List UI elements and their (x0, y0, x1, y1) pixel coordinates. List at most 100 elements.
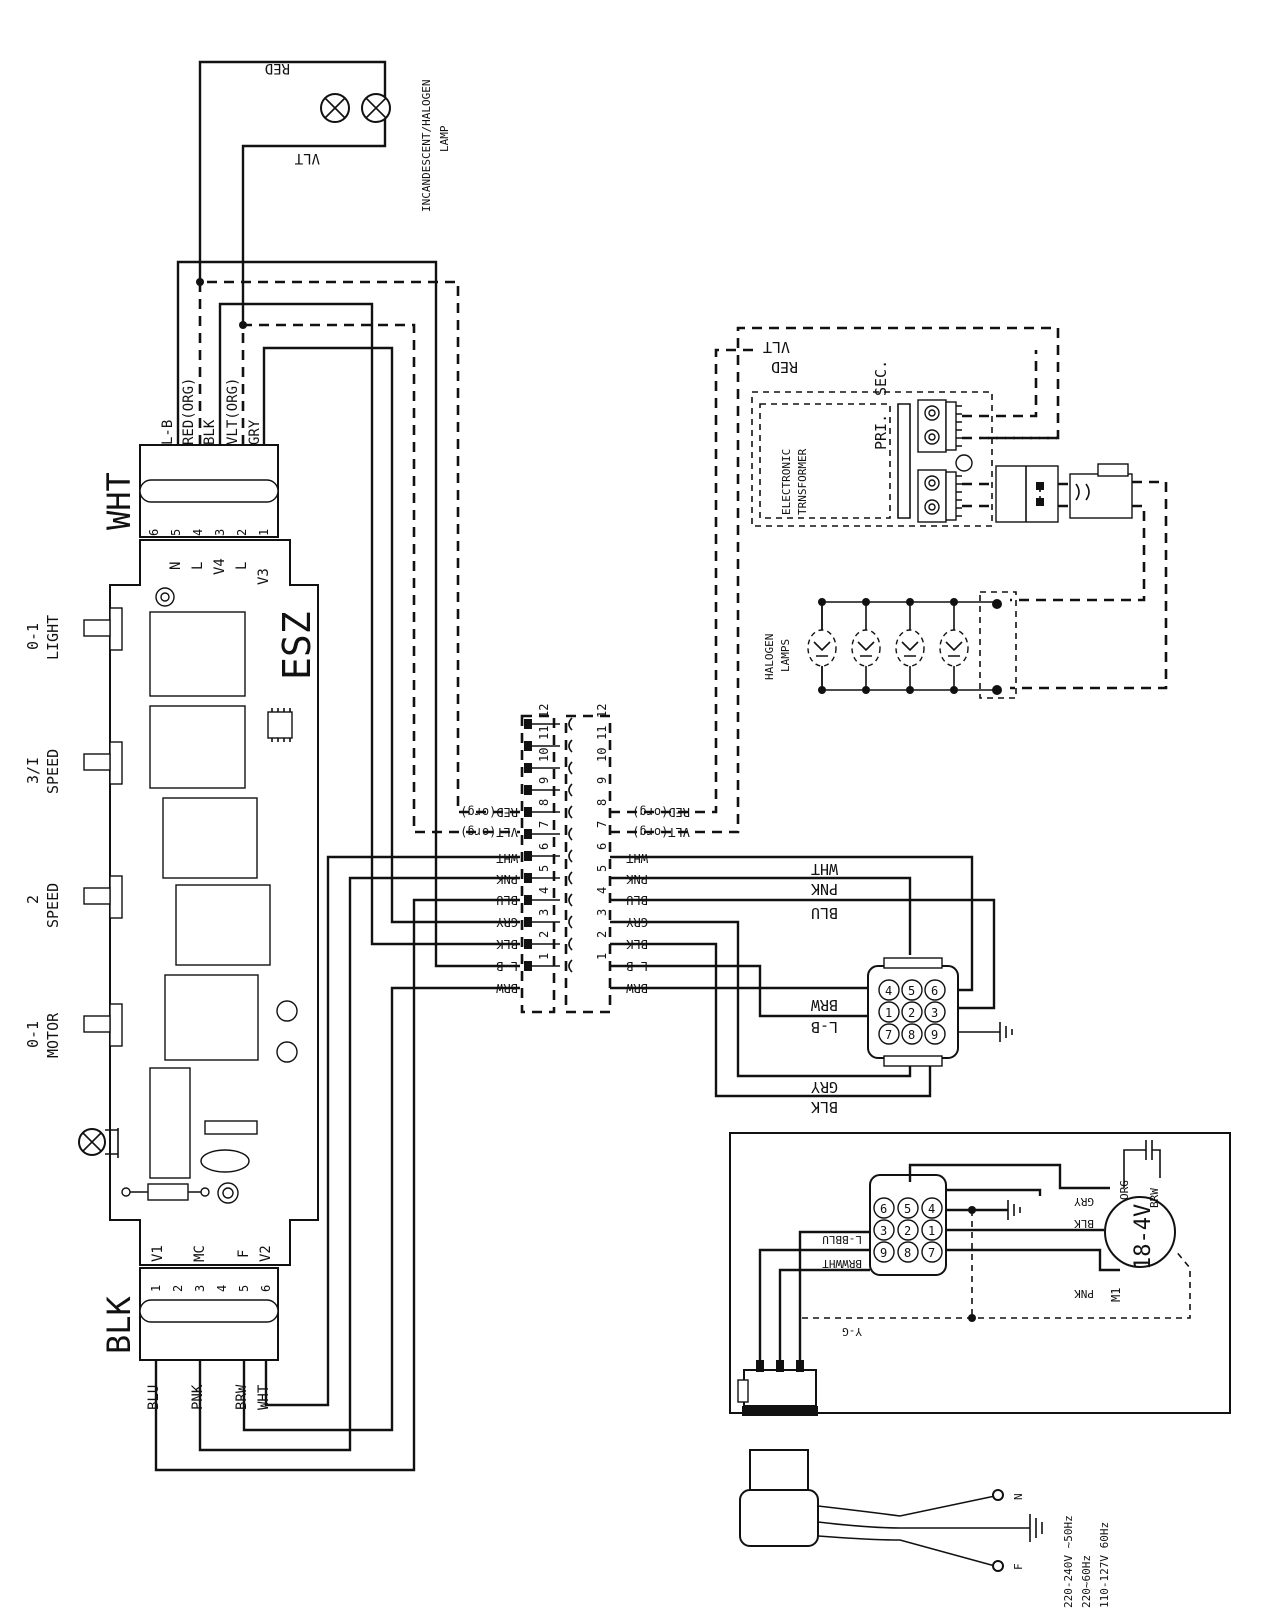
motor-connector-pin: 8 (897, 1241, 919, 1263)
relay-4 (175, 884, 271, 966)
wht-wire-red: RED(ORG) (181, 378, 197, 445)
motor-wire-lbblu-label: L-BBLU (822, 1233, 862, 1246)
connector-pin-number: 8 (908, 1028, 915, 1042)
motor-wire-pnk (946, 1188, 1120, 1272)
wht-pin-3: 3 (213, 529, 227, 536)
motor-connector-pin: 9 (873, 1241, 895, 1263)
wht-term-l: L (190, 562, 206, 570)
switch-speed3-line2: SPEED (44, 749, 62, 794)
blk-term-f: F (236, 1250, 252, 1258)
wht-wire-gry: GRY (247, 419, 263, 445)
power-term-f: F (1012, 1563, 1025, 1570)
connector-pin: 3 (924, 1001, 946, 1023)
tb-left-blu: BLU (496, 893, 518, 907)
blk-pin-3: 3 (193, 1285, 207, 1292)
wht-term-v4: V4 (212, 558, 228, 575)
connector-pin: 4 (878, 979, 900, 1001)
terminal-pin-number: 5 (595, 865, 609, 872)
inline-plug-2 (1069, 463, 1133, 519)
power-supply: N F 220-240V ~50Hz 220~60Hz 110-127V 60H… (739, 1449, 1111, 1608)
tb-left-brw: BRW (496, 981, 518, 995)
motor-connector-pin-number: 9 (880, 1246, 887, 1260)
connector-pin: 1 (878, 1001, 900, 1023)
terminal-pin-number: 3 (537, 909, 551, 916)
wire-blk (218, 302, 520, 946)
switch-speed3-line1: 3/I (24, 757, 42, 784)
wire-vlt-to-transformer (610, 326, 1060, 834)
conn-wire-lb: L-B (811, 1018, 838, 1036)
motor-id: M1 (1109, 1288, 1123, 1302)
motor-connector-pin: 6 (873, 1197, 895, 1219)
board-wiring (154, 260, 520, 1472)
power-ground-icon (1000, 1514, 1043, 1542)
motor-connector-pin: 2 (897, 1219, 919, 1241)
transformer-pri: PRI. (872, 414, 890, 450)
connector-pin-number: 4 (885, 984, 892, 998)
resistor-small (204, 1120, 258, 1135)
motor-connector-pin: 5 (897, 1197, 919, 1219)
wht-term-n: N (168, 562, 184, 570)
blk-wire-pnk: PNK (190, 1384, 206, 1410)
wht-term-v3: V3 (256, 568, 272, 585)
motor-connector-pin-number: 7 (928, 1246, 935, 1260)
capacitor-block (149, 1067, 191, 1179)
terminal-pin-number: 10 (537, 748, 551, 762)
motor-connector-pin-number: 1 (928, 1224, 935, 1238)
transformer-terminal-sec (917, 399, 962, 453)
motor-wire-gry-label: GRY (1074, 1195, 1094, 1208)
blk-wire-blu: BLU (146, 1385, 162, 1410)
ground-icon (958, 1022, 1013, 1042)
wht-pin-4: 4 (191, 529, 205, 536)
terminal-pin-number: 8 (595, 799, 609, 806)
conn-wire-gry: GRY (811, 1078, 838, 1096)
motor-wire-gry (908, 1163, 1110, 1190)
terminal-pin-number: 3 (595, 909, 609, 916)
power-plug-head (749, 1449, 809, 1491)
microchip (267, 708, 293, 742)
conn-wire-pnk: PNK (811, 880, 838, 898)
transformer-wire-red: RED (771, 358, 798, 376)
halogen-bulb-icon (939, 598, 969, 694)
halogen-lamps: HALOGEN LAMPS (763, 591, 1017, 699)
switch-speed-2[interactable] (83, 875, 123, 919)
motor-label: 18-4V (1131, 1204, 1156, 1270)
wire-red-to-transformer (610, 348, 760, 814)
incandescent-lamp-group: RED VLT INCANDESCENT/HALOGEN LAMP (198, 60, 451, 325)
tb-left-lb: L-B (496, 959, 518, 973)
wire-lb (176, 260, 520, 968)
transformer-terminal-pri (917, 469, 962, 523)
wht-connector-label: WHT (100, 472, 138, 530)
tb-left-gry: GRY (496, 915, 518, 929)
lamp-bulb-left (320, 93, 350, 123)
switch-light[interactable] (83, 607, 123, 651)
terminal-pin-number: 9 (595, 777, 609, 784)
motor-ground-icon (972, 1200, 1021, 1220)
wht-pin-1: 1 (257, 529, 271, 536)
motor-connector-pin: 1 (921, 1219, 943, 1241)
wire-blu-to-conn (610, 898, 996, 1010)
connector-pin: 5 (901, 979, 923, 1001)
halogen-bulb-icon (851, 598, 881, 694)
motor: 18-4V M1 (1104, 1196, 1176, 1302)
wire-red-org (198, 280, 520, 814)
relay-2 (149, 705, 246, 789)
wire-gry-to-conn (610, 920, 912, 1078)
switch-speed-3[interactable] (83, 741, 123, 785)
switch-motor[interactable] (83, 1003, 123, 1047)
transformer-wire-vlt: VLT (763, 338, 790, 356)
terminal-pin-number: 6 (595, 843, 609, 850)
terminal-pin-number: 2 (595, 931, 609, 938)
inline-plug-1 (995, 465, 1059, 523)
blk-connector-label: BLK (100, 1295, 138, 1354)
terminal-pin-number: 1 (537, 953, 551, 960)
switch-speed2-line1: 2 (24, 895, 42, 904)
indicator-lamp-icon (78, 1128, 119, 1158)
wire-vlt-org (241, 323, 520, 834)
